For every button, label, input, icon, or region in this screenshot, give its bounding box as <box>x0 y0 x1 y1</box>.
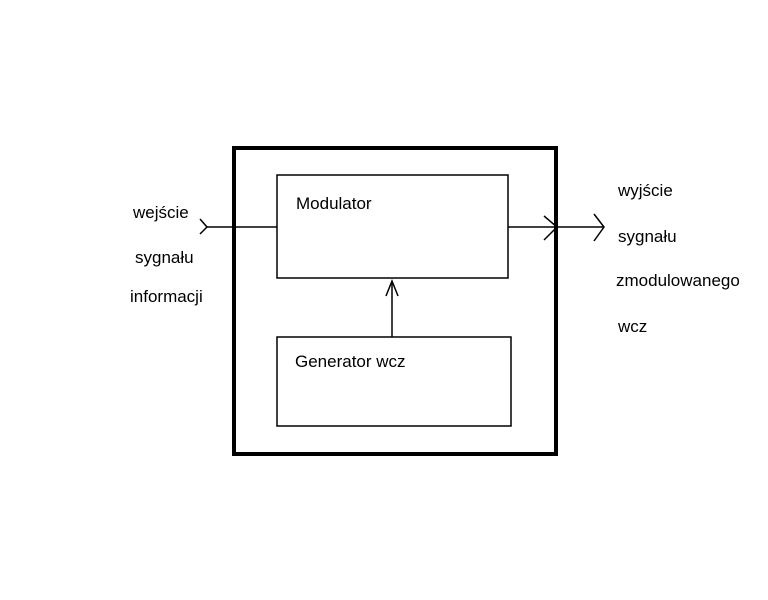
modulator-label: Modulator <box>296 194 372 213</box>
input-label-line-1: wejście <box>133 203 189 222</box>
output-label-line-4: wcz <box>618 317 648 336</box>
output-end-arrow-icon <box>593 213 605 242</box>
input-arrow-icon <box>199 218 209 235</box>
up-arrow-icon <box>385 278 399 297</box>
output-label-line-3: zmodulowanego <box>616 271 740 290</box>
modulator-block <box>276 174 509 279</box>
generator-label: Generator wcz <box>295 352 406 371</box>
input-label-line-3: informacji <box>130 287 203 306</box>
generator-block <box>276 336 512 427</box>
output-arrow-icon <box>543 215 559 241</box>
output-label-line-1: wyjście <box>618 181 673 200</box>
input-label-line-2: sygnału <box>135 248 194 267</box>
outer-box <box>232 146 558 456</box>
output-label-line-2: sygnału <box>618 227 677 246</box>
